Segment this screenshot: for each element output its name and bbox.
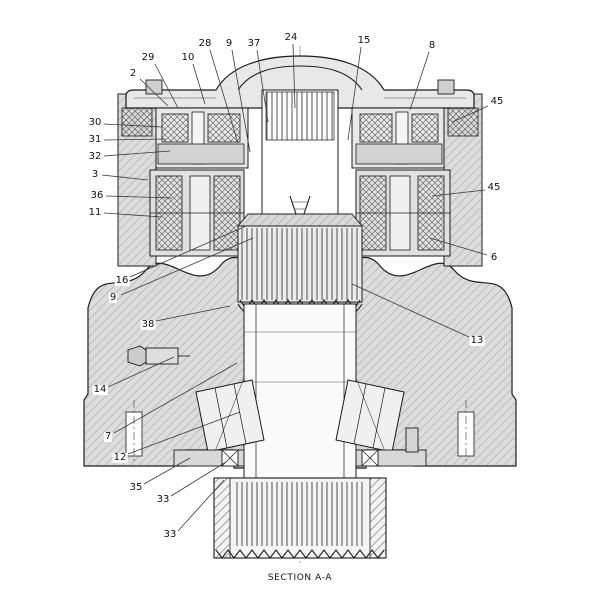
leader-line-3 — [101, 174, 149, 181]
leader-line-30 — [103, 123, 163, 128]
leader-line-45 — [431, 189, 486, 197]
output-coupling — [213, 477, 387, 559]
leader-line-29 — [154, 63, 179, 109]
leader-line-45 — [451, 105, 489, 123]
leader-line-28 — [209, 49, 239, 144]
planetary-right — [351, 107, 445, 169]
leader-line-31 — [103, 138, 167, 141]
leader-line-35 — [143, 457, 191, 485]
leader-line-9 — [120, 237, 254, 296]
cover-bolt-right — [437, 79, 455, 95]
planetary-left — [155, 107, 249, 169]
leader-line-36 — [105, 195, 173, 199]
leader-line-12 — [127, 411, 241, 455]
bottom-retainer — [173, 449, 427, 467]
leader-line-6 — [429, 237, 488, 256]
main-shaft — [243, 303, 357, 481]
leader-line-32 — [103, 150, 171, 157]
leader-line-10 — [192, 63, 206, 105]
sun-shaft — [261, 89, 339, 231]
leader-line-33 — [170, 461, 227, 497]
grease-fitting — [127, 345, 190, 367]
leader-line-14 — [107, 356, 175, 388]
leader-lines — [101, 43, 489, 532]
top-cover — [125, 55, 475, 109]
leader-line-33 — [177, 479, 225, 532]
leader-line-11 — [103, 212, 163, 218]
leader-line-16 — [129, 225, 247, 278]
right-plug — [405, 427, 419, 453]
leader-line-15 — [347, 46, 362, 141]
leader-line-2 — [139, 78, 169, 107]
cover-bolt-left — [145, 79, 163, 95]
section-caption: SECTION A-A — [267, 573, 333, 583]
leader-line-7 — [113, 362, 238, 434]
leader-line-9 — [231, 49, 251, 153]
bearing-stack-left — [149, 169, 245, 257]
bearing-stack-right — [355, 169, 451, 257]
leader-line-24 — [292, 43, 296, 109]
leader-line-8 — [409, 51, 430, 111]
taper-bearing-right — [335, 377, 405, 455]
leader-line-38 — [155, 305, 231, 322]
center-gear — [237, 213, 363, 329]
leader-line-37 — [256, 49, 269, 123]
leader-line-13 — [351, 283, 470, 338]
